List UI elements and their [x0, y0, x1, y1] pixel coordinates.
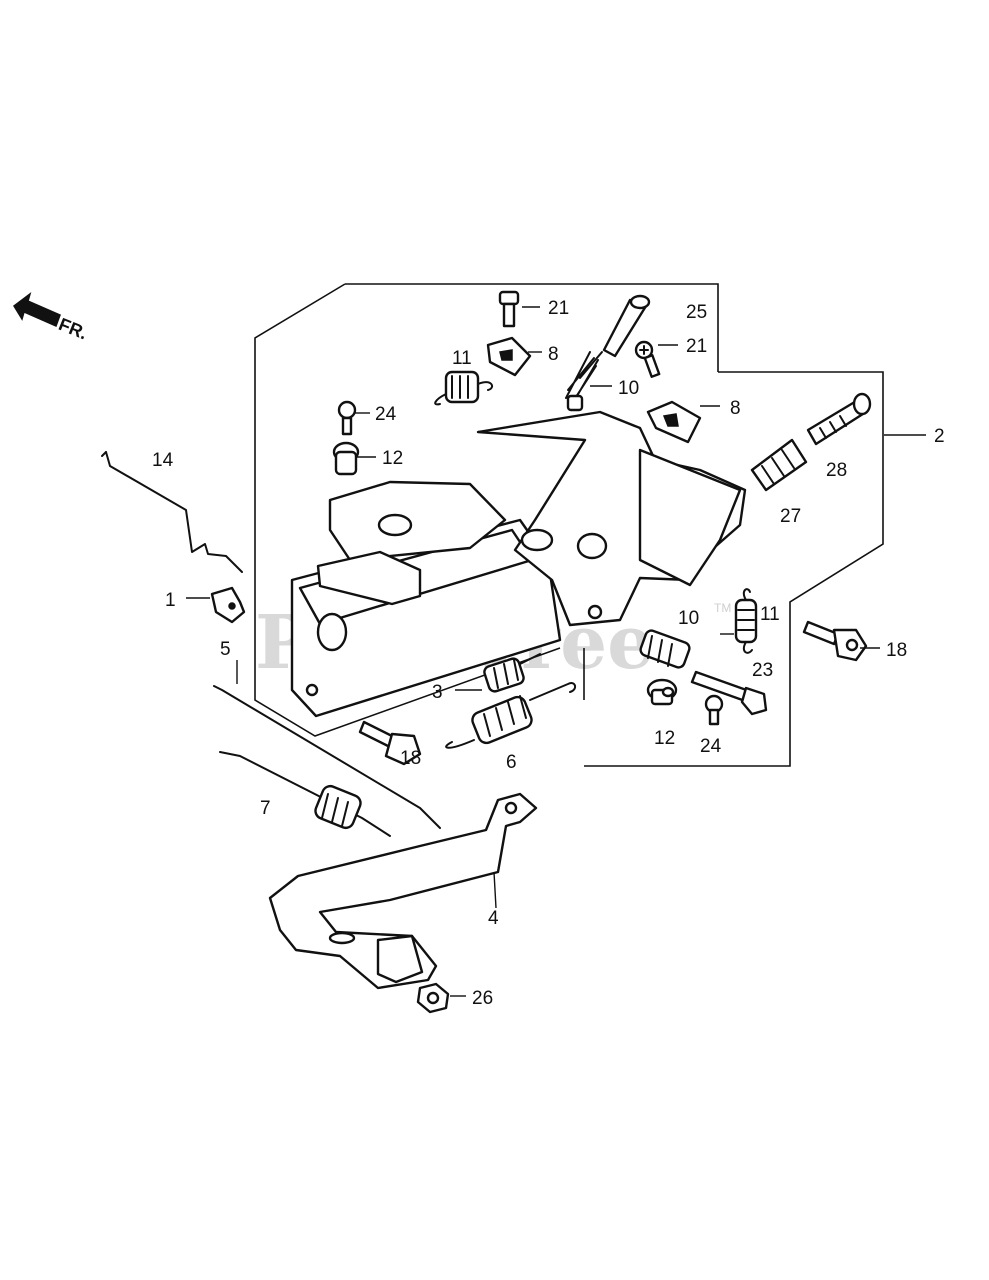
- callout-5: 5: [220, 639, 231, 660]
- rod-7: [219, 751, 391, 837]
- callout-6: 6: [506, 752, 517, 773]
- screw-12-lower: [646, 678, 678, 706]
- callout-12-lower: 12: [654, 728, 675, 749]
- callout-10-top: 10: [618, 378, 639, 399]
- control-base-plate: [290, 480, 562, 718]
- spring-27: [750, 438, 808, 492]
- bolt-23: [690, 670, 768, 716]
- callout-21-top: 21: [548, 298, 569, 319]
- bolt-18-left: [358, 720, 422, 766]
- rod-5: [213, 685, 441, 829]
- bolt-25: [602, 294, 651, 358]
- callout-21-right: 21: [686, 336, 707, 357]
- screw-12-upper: [332, 441, 360, 476]
- spring-11-upper: [434, 370, 494, 406]
- callout-11-top: 11: [452, 348, 472, 369]
- leader-lines: [186, 306, 926, 997]
- callout-28: 28: [826, 460, 847, 481]
- clip-8-top: [486, 336, 532, 377]
- control-lever-4: [268, 792, 538, 990]
- assembly-frame: [254, 283, 884, 767]
- callout-4: 4: [488, 908, 499, 929]
- callout-3: 3: [432, 682, 443, 703]
- callout-10-lower: 10: [678, 608, 699, 629]
- nut-26: [416, 982, 450, 1014]
- callout-8-right: 8: [730, 398, 741, 419]
- callout-27: 27: [780, 506, 801, 527]
- screw-24-lower: [704, 694, 724, 726]
- bolt-21-top: [498, 290, 520, 328]
- direction-label: FR.: [56, 314, 90, 343]
- screw-24-upper: [337, 400, 357, 436]
- front-arrow-icon: [13, 292, 61, 328]
- callout-25: 25: [686, 302, 707, 323]
- callout-26: 26: [472, 988, 493, 1009]
- callout-12-top: 12: [382, 448, 403, 469]
- callout-7: 7: [260, 798, 271, 819]
- watermark-tm: TM: [714, 601, 731, 615]
- spring-11-lower: [734, 588, 758, 654]
- bolt-28: [806, 392, 872, 446]
- clip-1: [210, 586, 246, 624]
- spring-6: [445, 682, 576, 749]
- callout-18-right: 18: [886, 640, 907, 661]
- bolt-18-right: [802, 620, 868, 662]
- callout-8-top: 8: [548, 344, 559, 365]
- spring-3: [483, 653, 541, 693]
- callout-23: 23: [752, 660, 773, 681]
- spring-10-upper: [565, 351, 603, 412]
- callout-14: 14: [152, 450, 174, 471]
- screw-21: [634, 340, 661, 378]
- control-lever-plate: [476, 410, 747, 627]
- rod-14: [101, 451, 243, 573]
- callout-18-left: 18: [400, 748, 421, 769]
- callout-24-top: 24: [375, 404, 397, 425]
- callout-1: 1: [165, 590, 176, 611]
- callout-2: 2: [934, 426, 945, 447]
- clip-8-right: [646, 400, 702, 444]
- callout-11-lower: 11: [760, 604, 780, 625]
- spring-10-lower: [639, 629, 691, 669]
- callout-24-lower: 24: [700, 736, 722, 757]
